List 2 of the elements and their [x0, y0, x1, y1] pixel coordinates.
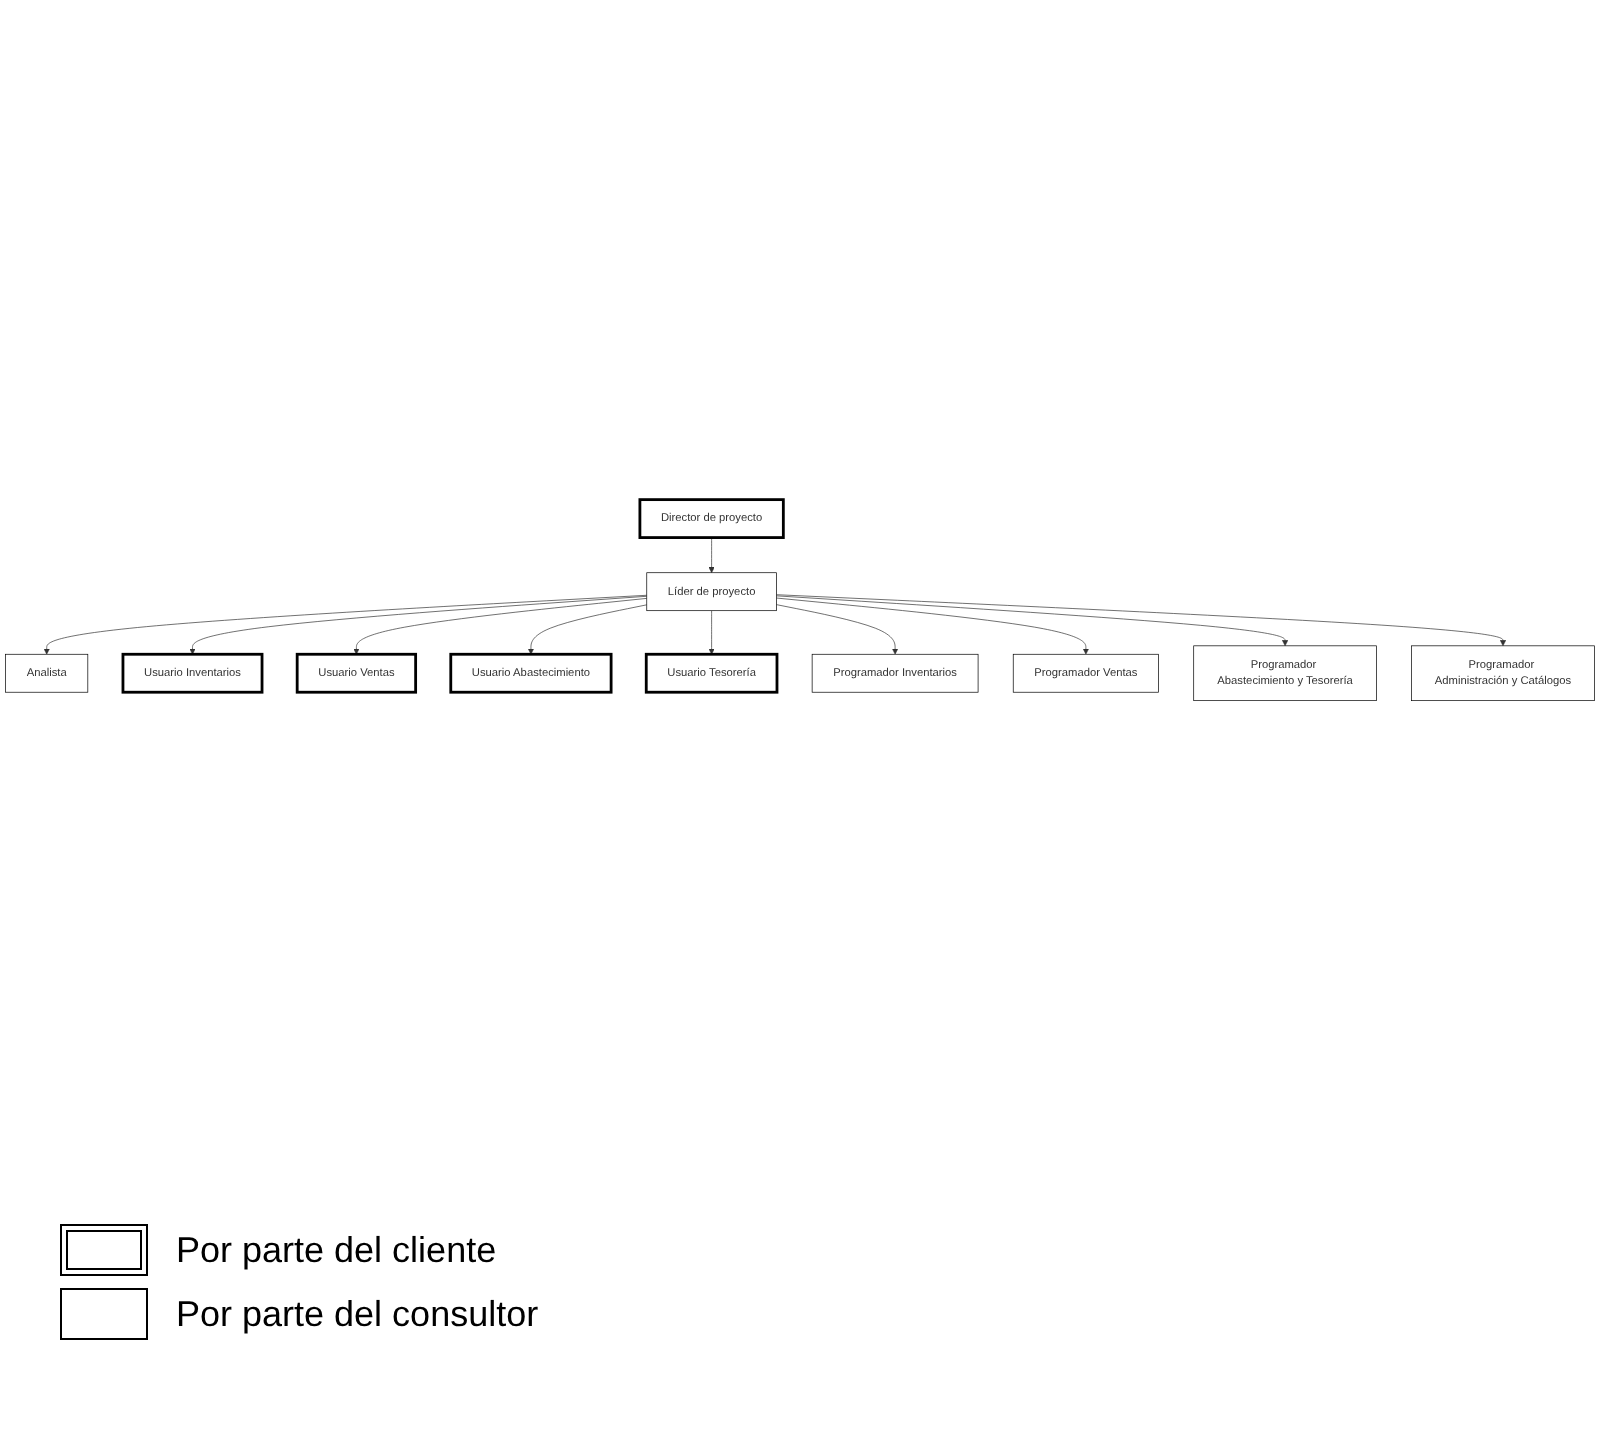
- legend-label: Por parte del consultor: [176, 1293, 539, 1335]
- legend-label: Por parte del cliente: [176, 1229, 497, 1271]
